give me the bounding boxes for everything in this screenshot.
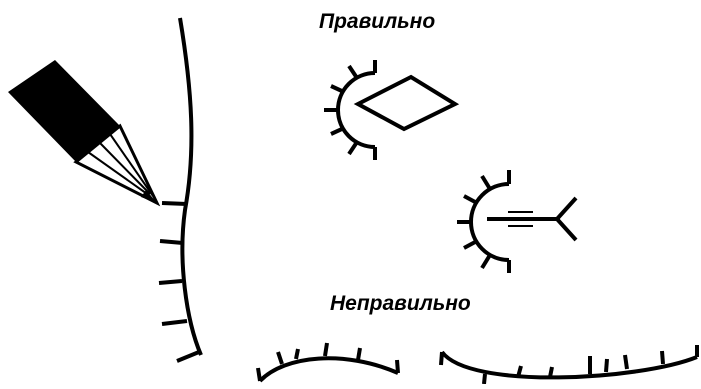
hatch-tick bbox=[323, 342, 329, 357]
pencil-tip bbox=[73, 123, 161, 207]
pencil-grain-line bbox=[87, 151, 151, 197]
hatch-tick bbox=[356, 347, 362, 361]
hatch-tick bbox=[161, 201, 188, 206]
label-correct: Правильно bbox=[319, 10, 436, 33]
pencil-body bbox=[8, 60, 120, 162]
baseline-line bbox=[440, 350, 698, 380]
hatch-tick bbox=[256, 367, 262, 382]
hatch-tick bbox=[660, 350, 665, 365]
arrow-fork-lower bbox=[555, 217, 578, 242]
semicircle-arc bbox=[336, 71, 376, 149]
wrong-hatched-line-right bbox=[439, 345, 699, 385]
hatch-tick bbox=[294, 348, 300, 360]
hatch-tick bbox=[176, 350, 200, 363]
hatch-tick bbox=[330, 84, 345, 94]
hatch-tick bbox=[463, 239, 478, 250]
hatch-tick bbox=[623, 354, 629, 370]
hatch-tick bbox=[347, 64, 359, 80]
pencil-icon bbox=[8, 60, 161, 207]
hatch-tick bbox=[395, 359, 400, 374]
hatch-tick bbox=[480, 253, 492, 270]
hatch-tick bbox=[480, 174, 492, 191]
hatch-tick bbox=[330, 126, 345, 136]
arc-line bbox=[258, 356, 399, 383]
hatch-tick bbox=[159, 239, 184, 245]
boundary-line bbox=[178, 17, 203, 356]
diamond-shape bbox=[353, 74, 460, 132]
wrong-hatched-arc-left bbox=[256, 342, 400, 383]
hatch-tick bbox=[158, 279, 183, 285]
hatch-tick bbox=[516, 365, 523, 378]
pencil-grain-line bbox=[109, 133, 154, 197]
pencil-lead bbox=[141, 190, 157, 203]
hatch-tick bbox=[439, 351, 444, 366]
hatched-boundary-line bbox=[158, 17, 203, 363]
hatch-tick bbox=[463, 194, 478, 205]
arrow-fork-upper bbox=[555, 196, 578, 221]
label-incorrect: Неправильно bbox=[330, 292, 471, 315]
hatched-semicircle-with-arrow bbox=[457, 170, 578, 273]
hatch-tick bbox=[482, 373, 487, 385]
hatch-tick bbox=[161, 319, 188, 326]
hatch-tick bbox=[604, 358, 609, 373]
hatch-tick bbox=[347, 140, 359, 156]
hatched-semicircle-with-diamond bbox=[324, 60, 460, 160]
pencil-grain-line bbox=[99, 142, 151, 195]
hatch-tick bbox=[276, 351, 284, 365]
semicircle-arc bbox=[469, 182, 510, 262]
hatch-tick bbox=[548, 366, 554, 378]
